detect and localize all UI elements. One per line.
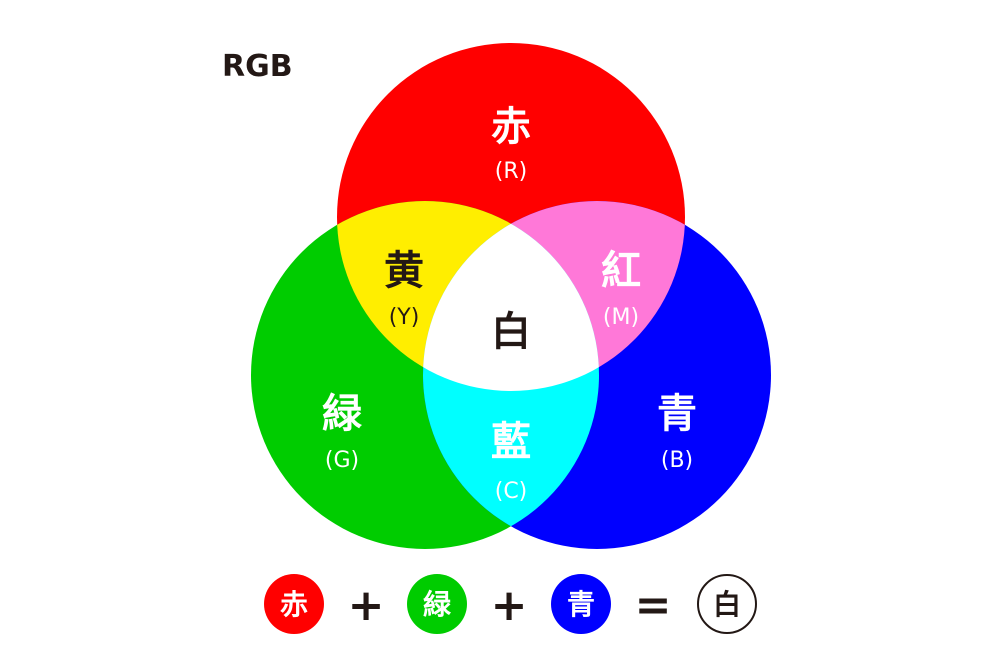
label-red-code: (R) — [495, 159, 527, 184]
label-blue-kanji: 青 — [657, 391, 697, 437]
equation-chip-green — [407, 574, 467, 634]
equation-equals: = — [635, 580, 672, 631]
label-magenta-code: (M) — [603, 305, 639, 330]
equation-term-red: 赤 — [280, 588, 308, 621]
label-magenta-kanji: 紅 — [601, 248, 641, 294]
label-green-kanji: 緑 — [322, 391, 363, 437]
diagram-title: RGB — [222, 49, 293, 84]
equation-chip-blue — [551, 574, 611, 634]
equation-plus-2: + — [491, 580, 528, 631]
label-white-kanji: 白 — [491, 309, 531, 355]
label-cyan-code: (C) — [495, 479, 528, 504]
label-yellow-kanji: 黄 — [384, 248, 424, 294]
equation-chip-white — [697, 574, 757, 634]
equation: 赤 + 緑 + 青 = 白 — [264, 574, 757, 634]
equation-term-blue: 青 — [567, 588, 595, 621]
label-cyan-kanji: 藍 — [491, 419, 531, 465]
label-red-kanji: 赤 — [491, 104, 531, 150]
label-green-code: (G) — [325, 448, 359, 473]
equation-result-white: 白 — [713, 588, 741, 621]
equation-plus-1: + — [348, 580, 385, 631]
label-yellow-code: (Y) — [389, 305, 420, 330]
equation-chip-red — [264, 574, 324, 634]
label-blue-code: (B) — [661, 448, 693, 473]
equation-term-green: 緑 — [423, 588, 452, 621]
